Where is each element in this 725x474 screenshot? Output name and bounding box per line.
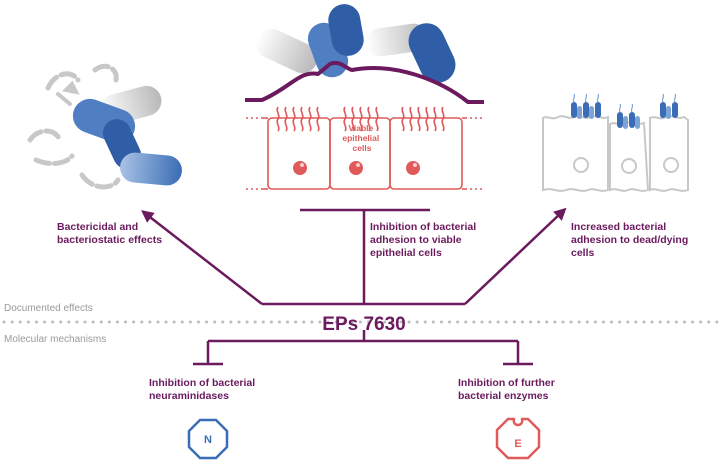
effect-label-bactericidal: Bactericidal and bacteriostatic effects	[57, 221, 162, 246]
left-effect-arrow	[141, 210, 263, 305]
effect-label-increased-adhesion: Increased bacterial adhesion to dead/dyi…	[571, 221, 691, 259]
mechanism-connectors	[193, 330, 533, 366]
right-effect-arrow	[464, 207, 567, 305]
bacterial-enzyme-icon: E	[495, 417, 541, 460]
mechanism-label-neuraminidases: Inhibition of bacterial neuraminidases	[149, 377, 258, 402]
svg-text:E: E	[514, 438, 521, 450]
dead-cells-illustration	[542, 93, 689, 192]
center-label: EPs 7630	[322, 314, 405, 335]
section-label-documented: Documented effects	[4, 303, 93, 314]
effect-label-adhesion-inhibition: Inhibition of bacterial adhesion to viab…	[370, 221, 479, 259]
section-label-molecular: Molecular mechanisms	[4, 334, 106, 345]
epithelial-illustration: Viable epithelial cells	[245, 4, 484, 190]
cell-label: Viable epithelial cells	[342, 123, 381, 153]
bactericidal-illustration	[27, 63, 182, 190]
svg-text:N: N	[204, 434, 212, 446]
neuraminidase-icon: N	[187, 418, 229, 460]
effect-connectors	[141, 207, 567, 306]
mechanism-label-enzymes: Inhibition of further bacterial enzymes	[458, 377, 558, 402]
